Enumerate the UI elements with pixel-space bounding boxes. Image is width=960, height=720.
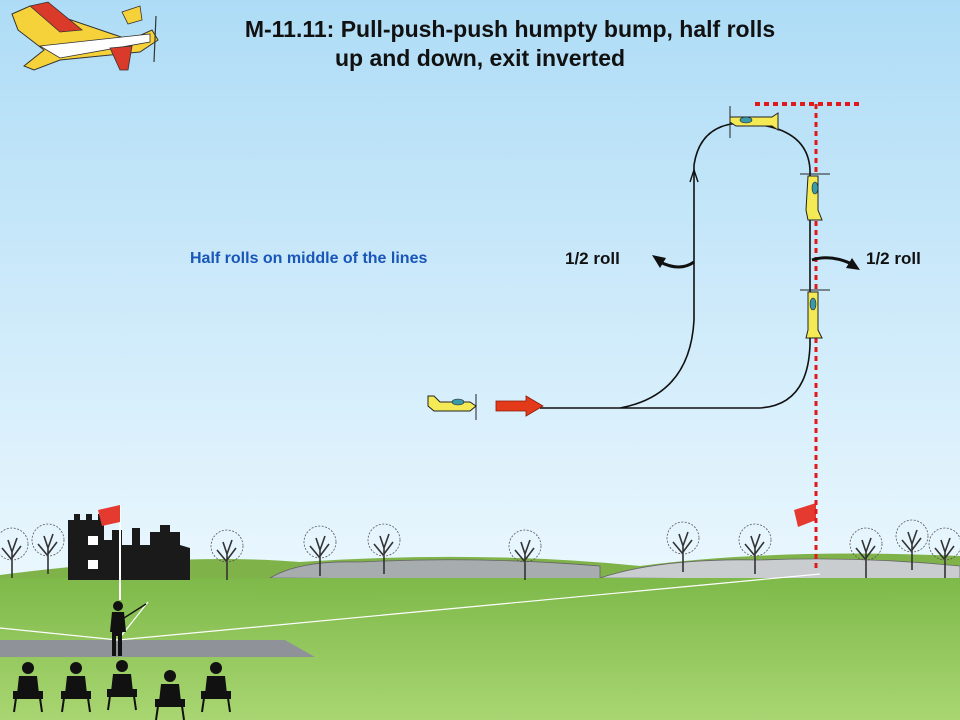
entry-plane-icon — [427, 394, 477, 420]
half-roll-note: Half rolls on middle of the lines — [190, 250, 428, 267]
downline-plane-icon — [800, 289, 830, 339]
roll-arrow-right — [811, 256, 860, 270]
castle-icon — [68, 514, 190, 580]
roll-arrow-left — [652, 255, 695, 269]
grey-hill-right — [599, 558, 960, 581]
downline-plane-icon — [800, 173, 830, 221]
roll-label-left: 1/2 roll — [565, 249, 620, 268]
entry-arrow — [495, 395, 544, 417]
grey-hill-left — [268, 559, 601, 581]
runway — [0, 640, 315, 657]
flag-icon — [98, 505, 121, 600]
pilot-icon — [110, 601, 147, 656]
top-plane-icon — [729, 106, 779, 138]
roll-label-right: 1/2 roll — [866, 249, 921, 268]
title-line-2: up and down, exit inverted — [334, 45, 626, 71]
title-line-1: M-11.11: Pull-push-push humpty bump, hal… — [244, 16, 776, 42]
logo-plane-icon — [11, 1, 159, 71]
path-arrow — [689, 167, 699, 183]
flag-icon — [794, 503, 816, 527]
